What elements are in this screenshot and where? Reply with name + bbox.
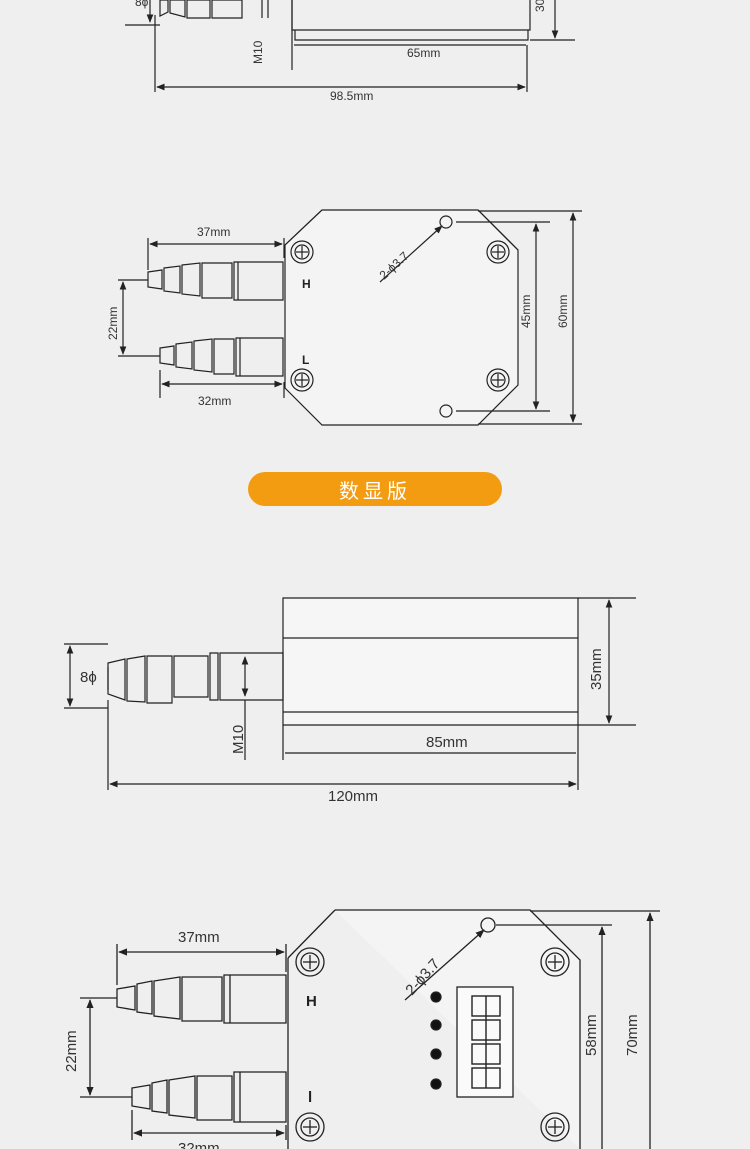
- hose-fitting-low: [159, 337, 284, 377]
- top-dia-label: 8ϕ: [135, 0, 149, 9]
- pointer-inlet-len: 37mm: [197, 225, 230, 239]
- digital-housing: [282, 597, 579, 726]
- screw-icon: [290, 368, 314, 392]
- digital-outer-h: 70mm: [624, 1014, 641, 1056]
- top-body-len: 65mm: [407, 46, 440, 60]
- pointer-inner-h: 45mm: [519, 295, 533, 328]
- screw-icon: [486, 368, 510, 392]
- top-height-label: 30: [533, 0, 547, 12]
- digital-body-len: 85mm: [426, 734, 468, 751]
- top-side-view: [125, 0, 575, 92]
- pointer-outer-h: 60mm: [556, 295, 570, 328]
- thread-collar: [219, 652, 284, 701]
- digital-inlet-len: 37mm: [178, 929, 220, 946]
- pointer-housing: [284, 209, 519, 426]
- housing: [291, 0, 531, 41]
- screw-icon: [486, 240, 510, 264]
- screw-icon: [290, 240, 314, 264]
- lcd-display: [456, 986, 514, 1098]
- screw-icon: [540, 947, 570, 977]
- pointer-spacing: 22mm: [106, 307, 120, 340]
- digital-spacing: 22mm: [63, 1030, 80, 1072]
- digital-port-high: H: [306, 993, 317, 1010]
- mount-hole-icon: [480, 917, 496, 933]
- digital-thread-label: M10: [230, 725, 247, 754]
- led-indicator: [430, 1048, 442, 1060]
- led-indicator: [430, 1019, 442, 1031]
- hose-fitting-high: [116, 974, 287, 1024]
- led-indicator: [430, 991, 442, 1003]
- top-total-len: 98.5mm: [330, 89, 373, 103]
- pointer-outlet-len: 32mm: [198, 394, 231, 408]
- screw-icon: [540, 1112, 570, 1142]
- hose-barb: [159, 0, 243, 19]
- digital-total-len: 120mm: [328, 788, 378, 805]
- digital-outlet-len: 32mm: [178, 1140, 220, 1149]
- hose-barb: [107, 655, 209, 704]
- pointer-port-high: H: [302, 277, 311, 291]
- digital-height-label: 35mm: [588, 648, 605, 690]
- mount-hole-icon: [439, 404, 453, 418]
- screw-icon: [295, 1112, 325, 1142]
- pointer-port-low: L: [302, 353, 309, 367]
- led-indicator: [430, 1078, 442, 1090]
- digital-top-view: [80, 909, 660, 1149]
- screw-icon: [295, 947, 325, 977]
- top-thread-label: M10: [251, 40, 265, 64]
- section-badge: 数显版: [248, 472, 502, 506]
- mount-hole-icon: [439, 215, 453, 229]
- pointer-top-view: [118, 209, 582, 426]
- hose-fitting-high: [147, 261, 284, 301]
- lcd-digits: [471, 995, 501, 1089]
- digital-port-low: l: [308, 1089, 312, 1106]
- hose-fitting-low: [131, 1071, 287, 1123]
- digital-inner-h: 58mm: [583, 1014, 600, 1056]
- digital-side-view: [64, 597, 636, 790]
- digital-dia-label: 8ϕ: [80, 669, 97, 686]
